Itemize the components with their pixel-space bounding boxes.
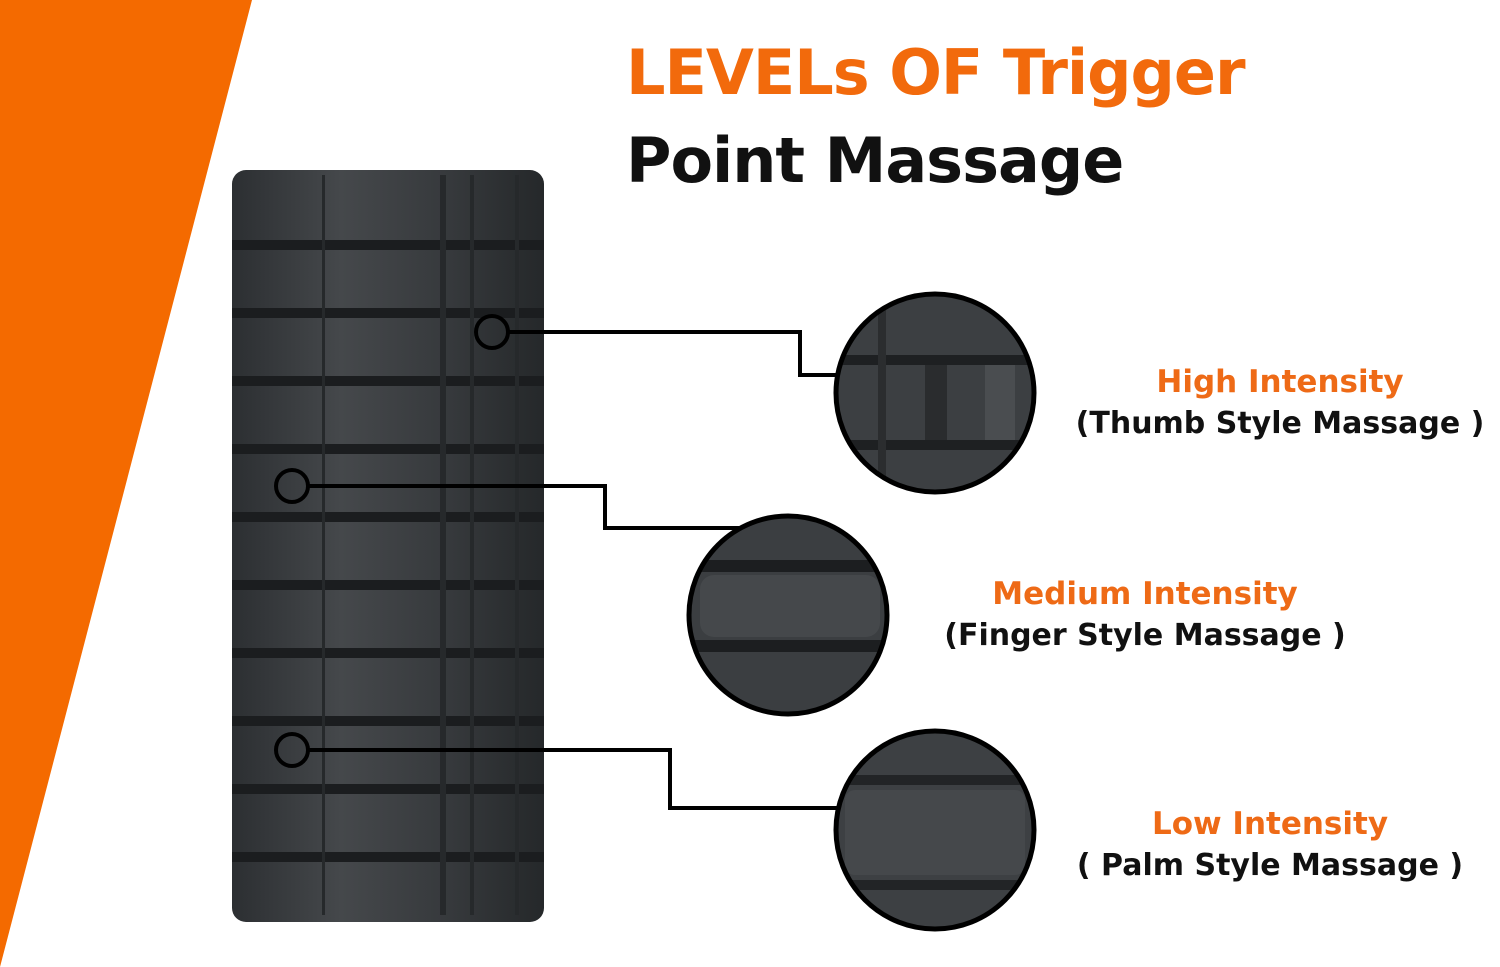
marker-high [474,314,838,377]
roller-groove [232,308,544,318]
roller-ridge [440,175,446,915]
zoom-circle-low [833,728,1037,932]
marker-medium [274,468,740,530]
foam-roller-image [232,170,544,922]
roller-groove [232,648,544,658]
roller-groove [232,580,544,590]
roller-ridge [470,175,474,915]
label-low-intensity: Low Intensity ( Palm Style Massage ) [1050,804,1490,888]
title-line-1: LEVELs OF Trigger [626,36,1246,109]
roller-groove [232,376,544,386]
level-subtitle: (Finger Style Massage ) [944,618,1346,653]
level-subtitle: ( Palm Style Massage ) [1076,848,1464,883]
zoom-circle-high [833,291,1037,495]
zoom-circle-medium [686,513,890,717]
roller-ridge [515,175,519,915]
level-heading: Medium Intensity [992,576,1298,612]
roller-groove [232,512,544,522]
roller-groove [232,716,544,726]
roller-ridge [322,175,325,915]
level-subtitle: (Thumb Style Massage ) [1075,406,1485,441]
roller-groove [232,240,544,250]
marker-low [274,732,838,810]
roller-groove [232,852,544,862]
title-line-2: Point Massage [626,124,1124,197]
label-medium-intensity: Medium Intensity (Finger Style Massage ) [925,574,1365,658]
orange-stripe [0,0,252,967]
roller-groove [232,444,544,454]
label-high-intensity: High Intensity (Thumb Style Massage ) [1060,362,1500,446]
level-heading: Low Intensity [1151,806,1389,842]
roller-groove [232,784,544,794]
level-heading: High Intensity [1156,364,1404,400]
